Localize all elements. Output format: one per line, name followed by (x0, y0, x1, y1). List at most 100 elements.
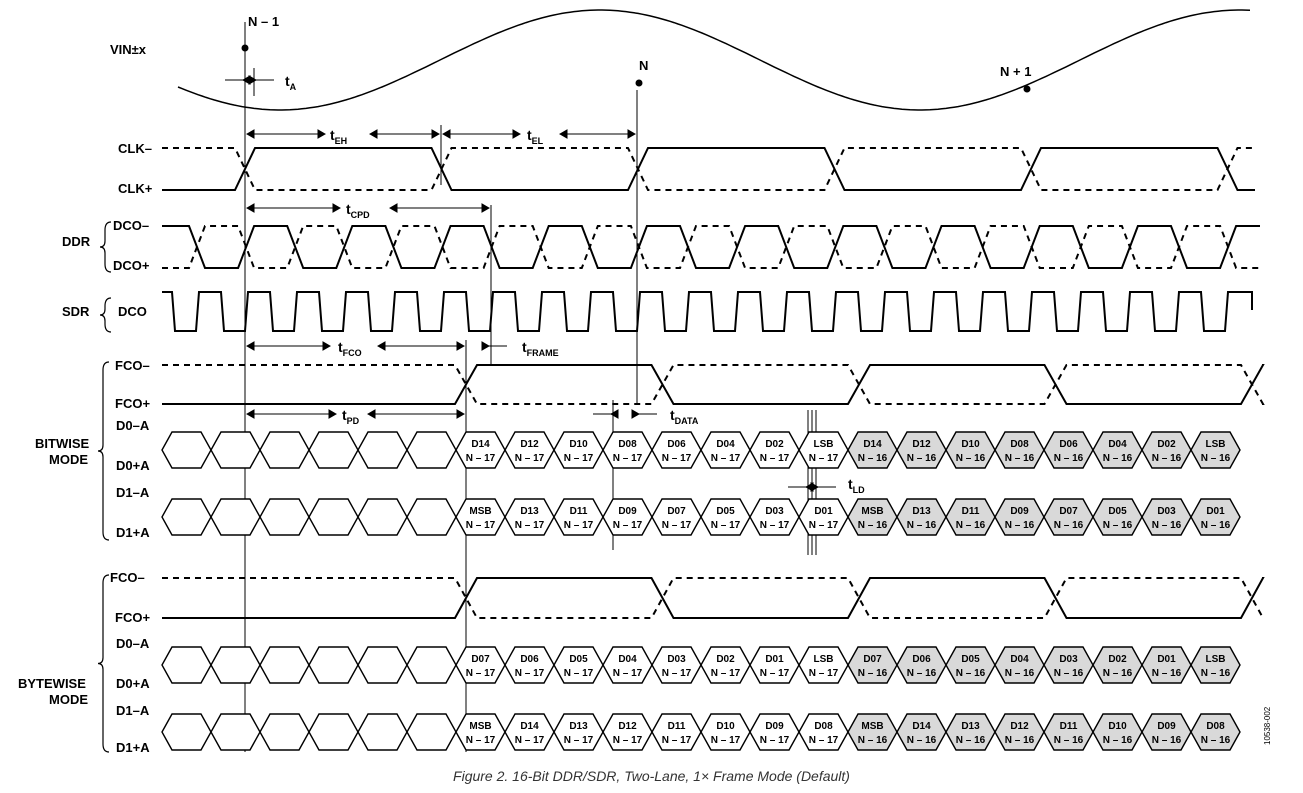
bit-label: D10 (716, 721, 735, 732)
bit-label: D07 (863, 654, 882, 665)
bit-label: D08 (814, 721, 833, 732)
frame-label: N – 16 (956, 668, 986, 679)
bit-label: LSB (814, 439, 834, 450)
bitwise-d1-cell (357, 498, 408, 536)
frame-label: N – 16 (1201, 735, 1231, 746)
frame-label: N – 17 (613, 668, 643, 679)
dco-sdr-waveform (162, 291, 1253, 332)
ta-arrow-right-head (248, 75, 258, 85)
tcpd-arrow-right-head (481, 203, 491, 213)
frame-label: N – 16 (1005, 453, 1035, 464)
bit-label: D10 (1108, 721, 1127, 732)
frame-label: N – 17 (760, 668, 790, 679)
bit-label: D03 (765, 506, 784, 517)
sdr-brace (99, 297, 112, 333)
bitwise-d1-cell (308, 498, 359, 536)
bytewise-d1-cell (1190, 713, 1241, 751)
bytewise-d1-cell (406, 713, 457, 751)
bit-label: D05 (1108, 506, 1127, 517)
bit-label: LSB (1206, 439, 1226, 450)
tcpd-arrow-left-head (332, 203, 342, 213)
teh-arrow-right-head (368, 129, 378, 139)
bytewise-d1-cell (259, 713, 310, 751)
fco2-neg-label: FCO– (110, 570, 145, 585)
bit-label: LSB (814, 654, 834, 665)
sdr-group-label: SDR (62, 304, 90, 319)
frame-label: N – 16 (1201, 668, 1231, 679)
sample-point (635, 79, 643, 87)
frame-label: N – 16 (858, 520, 888, 531)
bit-label: D01 (1206, 506, 1225, 517)
frame-label: N – 16 (907, 735, 937, 746)
bd0-neg-label: D0–A (116, 636, 150, 651)
bytewise-d0-cell (1190, 646, 1241, 684)
frame-label: N – 17 (760, 520, 790, 531)
frame-label: N – 17 (564, 735, 594, 746)
bit-label: D01 (814, 506, 833, 517)
bit-label: D12 (912, 439, 931, 450)
bit-label: D10 (569, 439, 588, 450)
bitwise-d0-cell (210, 431, 261, 469)
frame-label: N – 16 (1103, 520, 1133, 531)
bit-label: D11 (668, 721, 686, 732)
clk-pos-label: CLK+ (118, 181, 153, 196)
frame-label: N – 17 (662, 453, 692, 464)
frame-label: N – 16 (1201, 520, 1231, 531)
bit-label: D06 (520, 654, 539, 665)
bit-label: D09 (765, 721, 784, 732)
bitwise-label-2: MODE (49, 452, 88, 467)
frame-label: N – 17 (466, 668, 496, 679)
bit-label: D08 (1206, 721, 1225, 732)
bit-label: D06 (667, 439, 686, 450)
teh-arrow-left-head (245, 129, 255, 139)
bit-label: MSB (469, 506, 491, 517)
bit-label: D08 (1010, 439, 1029, 450)
bit-label: D14 (912, 721, 931, 732)
frame-label: N – 16 (956, 453, 986, 464)
bit-label: D14 (520, 721, 539, 732)
bytewise-d0-cell (308, 646, 359, 684)
timing-tcpd: tCPD (346, 201, 370, 220)
bd1-neg-label: D1–A (116, 703, 150, 718)
bitwise-d1-cell (161, 498, 212, 536)
tld-arrow-right-head (810, 482, 820, 492)
bit-label: D01 (1157, 654, 1176, 665)
bytewise-d0-cell (210, 646, 261, 684)
tel-arrow-left-head (441, 129, 451, 139)
bytewise-d0-cell (406, 646, 457, 684)
bit-label: D13 (520, 506, 539, 517)
bit-label: D04 (716, 439, 735, 450)
fco-bytewise-waveform-pos (162, 577, 1265, 619)
timing-tpd: tPD (342, 407, 360, 426)
bitwise-d0-cell (357, 431, 408, 469)
bit-label: D07 (1059, 506, 1078, 517)
ddr-brace (99, 221, 112, 273)
frame-label: N – 17 (613, 735, 643, 746)
tfco-arrow-left-head (245, 341, 255, 351)
frame-label: N – 17 (466, 453, 496, 464)
d0-neg-label: D0–A (116, 418, 150, 433)
teh-arrow-right-head (431, 129, 441, 139)
tpd-arrow-left-head (328, 409, 338, 419)
sample-n: N (639, 58, 648, 73)
bytewise-brace (97, 574, 110, 753)
frame-label: N – 16 (956, 520, 986, 531)
bit-label: D02 (1157, 439, 1176, 450)
timing-tframe: tFRAME (522, 339, 559, 358)
fco-neg-label: FCO– (115, 358, 150, 373)
bit-label: D01 (765, 654, 784, 665)
sdr-dco-label: DCO (118, 304, 147, 319)
fco-bytewise-waveform-neg (162, 577, 1265, 619)
bit-label: D04 (1108, 439, 1127, 450)
bit-label: D03 (1059, 654, 1078, 665)
dco-ddr-waveform-neg (162, 225, 1260, 269)
frame-label: N – 16 (1005, 668, 1035, 679)
frame-label: N – 17 (515, 520, 545, 531)
bit-label: D02 (716, 654, 735, 665)
bitwise-label-1: BITWISE (35, 436, 89, 451)
bytewise-label-2: MODE (49, 692, 88, 707)
bit-label: D05 (716, 506, 735, 517)
bit-label: D03 (667, 654, 686, 665)
bit-label: D06 (1059, 439, 1078, 450)
